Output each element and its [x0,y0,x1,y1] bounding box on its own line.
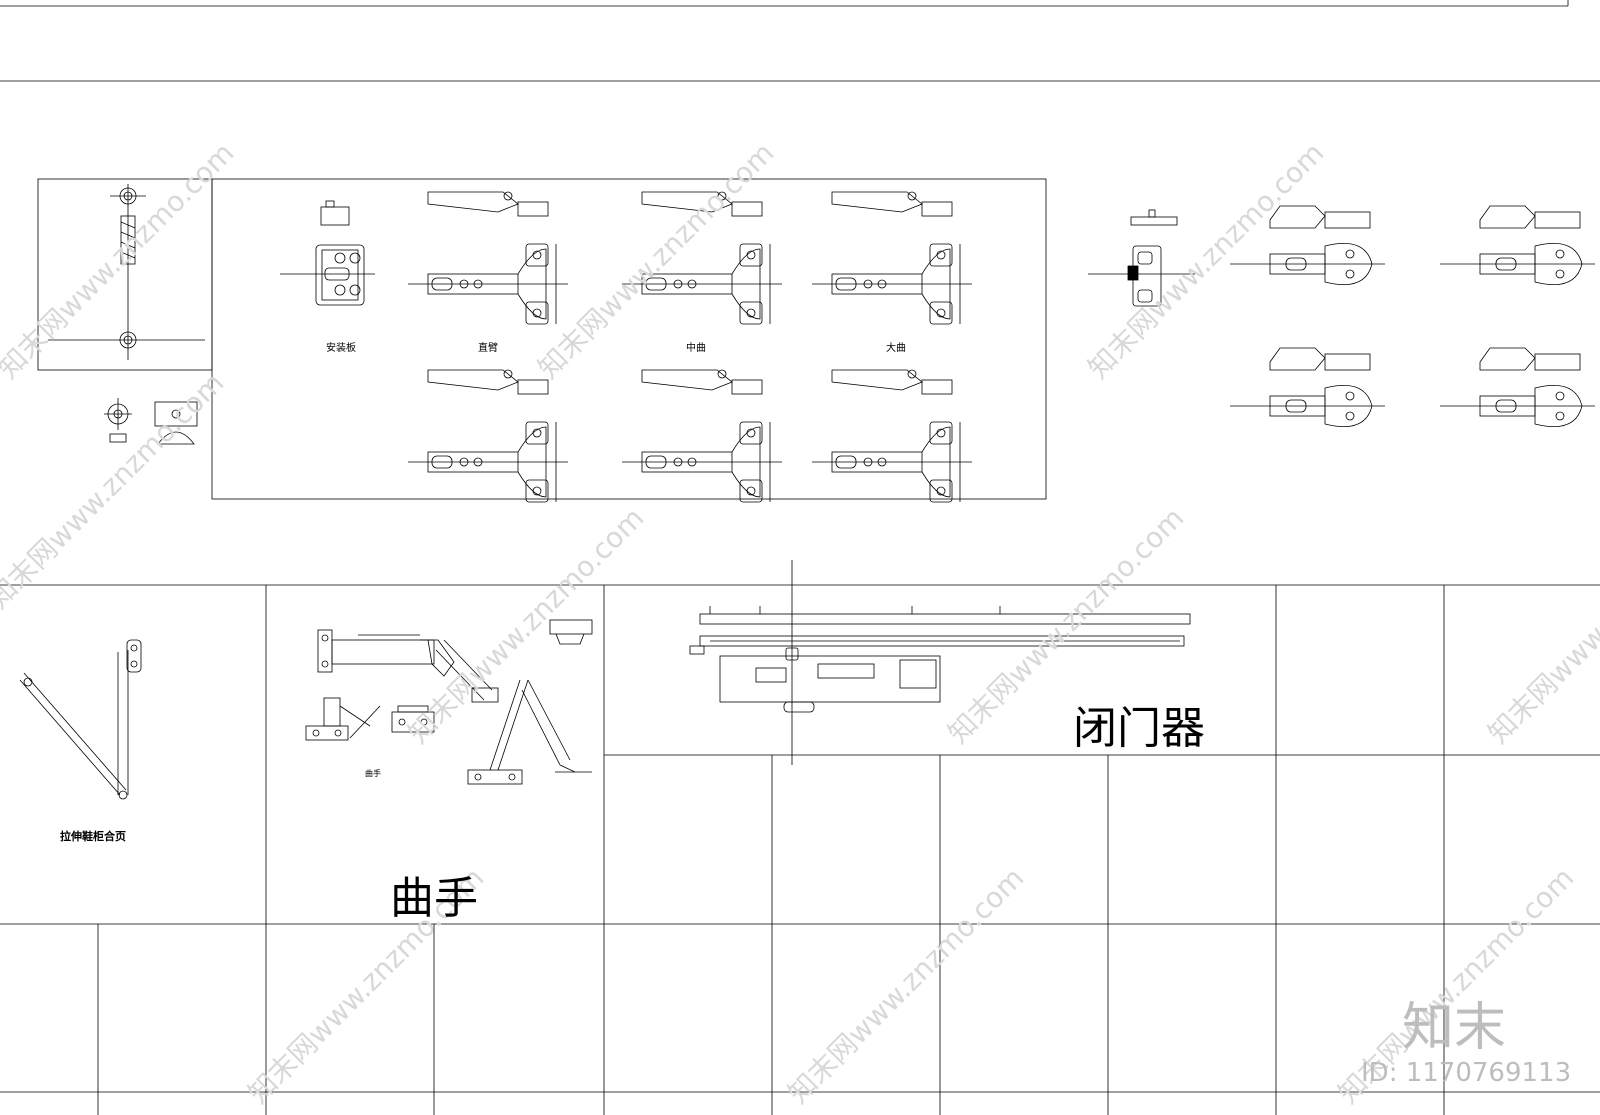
right-hinge-drawings [1230,205,1595,428]
right-hinge-1 [1230,205,1385,286]
bottom-grid [0,584,1600,1115]
mounting-plate-drawing [280,200,375,306]
label-full-bend: 大曲 [886,343,906,354]
watermark-text: 知末网www.znzmo.com [532,136,781,385]
crank-drawings [305,619,593,785]
hinge-frame [211,178,1047,500]
left-detail-box [37,178,213,445]
label-straight-arm: 直臂 [478,343,498,354]
label-half-bend: 中曲 [686,343,706,354]
hinge-drawing-4 [408,369,568,503]
right-hinge-4 [1440,347,1595,428]
hinge-drawings [408,191,972,503]
image-id: ID: 1170769113 [1361,1058,1572,1088]
shoe-cabinet-hinge-drawing [19,639,142,800]
brand-logo: 知末 [1402,998,1507,1058]
hinge-drawing-5 [622,369,782,503]
watermark-text: 知末网www.znzmo.com [402,501,651,750]
watermark-text: 知末网www.znzmo.com [782,861,1031,1110]
label-crank-title: 曲手 [390,873,478,924]
top-frame [0,0,1600,82]
hinge-drawing-2 [622,191,782,325]
hinge-drawing-3 [812,191,972,325]
label-crank-small: 曲手 [365,769,381,778]
door-closer-drawing [689,560,1191,765]
right-hinge-2 [1440,205,1595,286]
watermark-text: 知末网www.znzmo.com [0,136,240,385]
right-hinge-3 [1230,347,1385,428]
hinge-drawing-6 [812,369,972,503]
label-door-closer: 闭门器 [1073,703,1205,754]
watermark-text: 知末网www.znzmo.com [0,366,230,615]
label-mounting-plate: 安装板 [326,343,356,354]
right-hinge-group [1088,209,1195,307]
label-shoe-cabinet-hinge: 拉伸鞋柜合页 [60,830,126,843]
watermark-text: 知末网www.znzmo.com [1482,501,1600,750]
hinge-drawing-1 [408,191,568,325]
